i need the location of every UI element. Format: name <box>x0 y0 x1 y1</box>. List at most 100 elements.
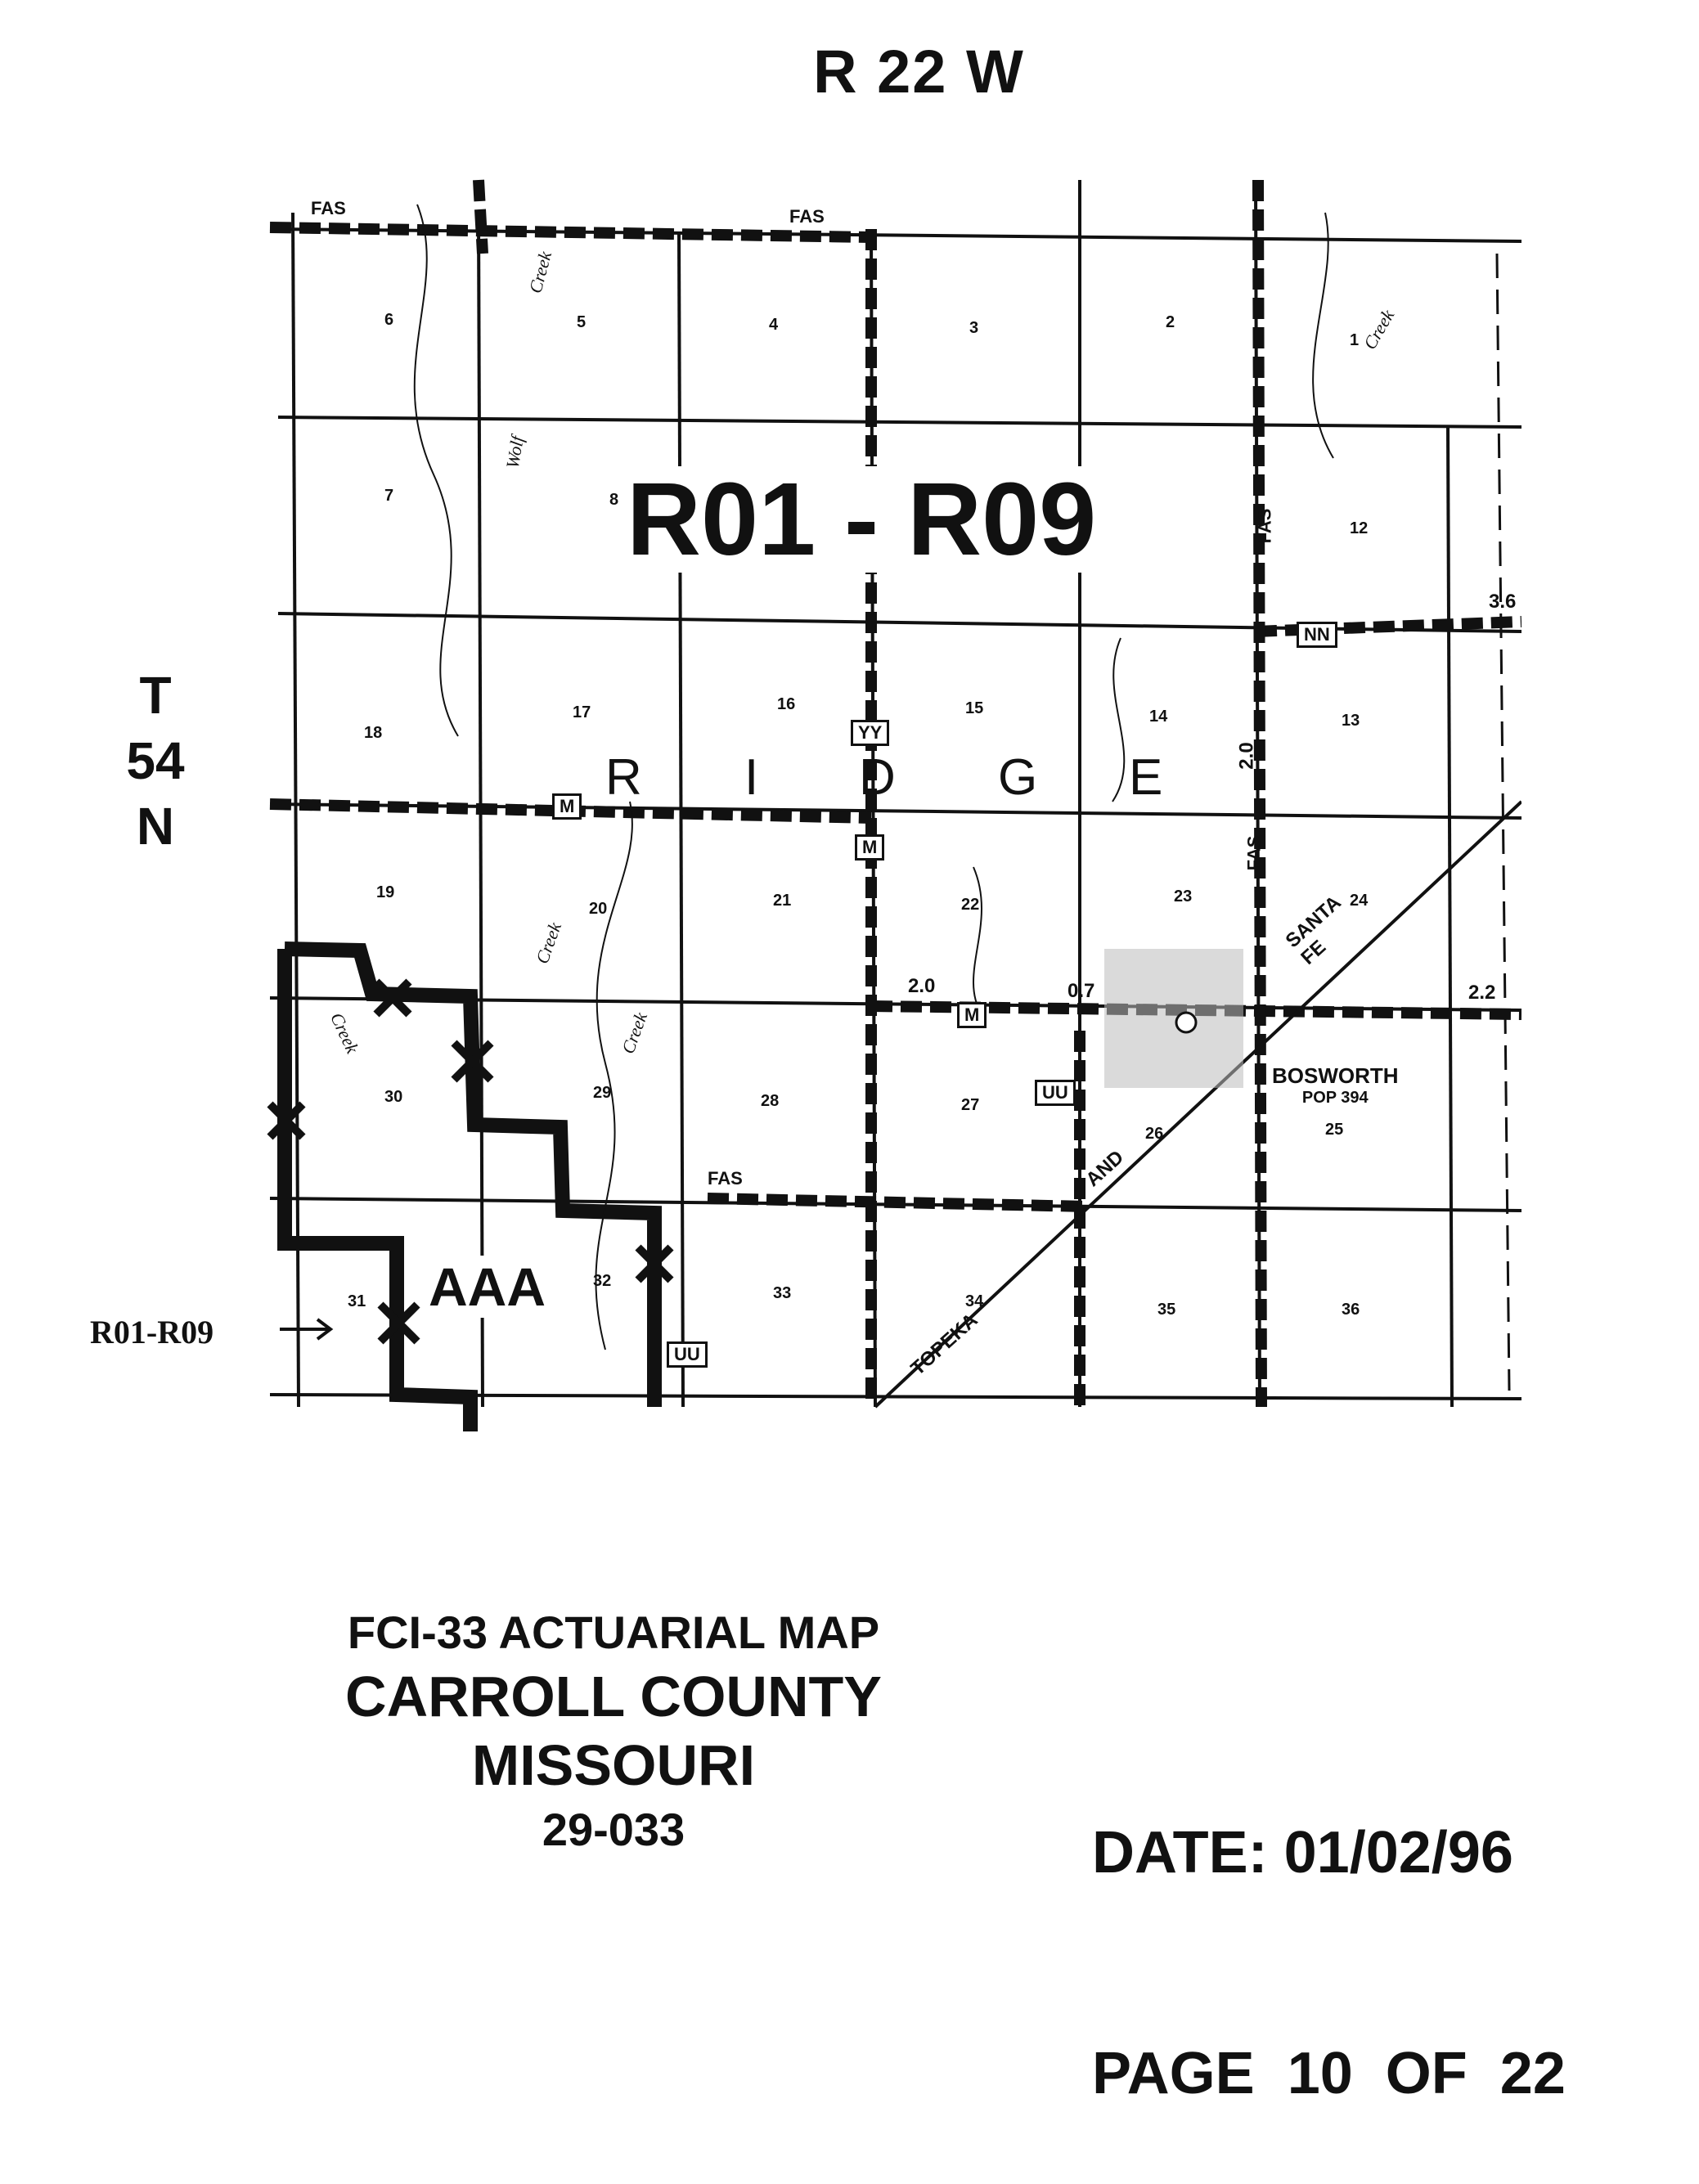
rate-zone-pointer-text: R01-R09 <box>90 1314 214 1350</box>
highway-stub <box>473 179 488 254</box>
creek-line <box>413 204 459 737</box>
section-number: 32 <box>593 1272 612 1290</box>
section-number: 12 <box>1350 519 1369 537</box>
county-code: 29-033 <box>542 1804 685 1855</box>
road-line <box>1446 425 1454 1408</box>
section-number: 26 <box>1145 1125 1164 1143</box>
route-shield: M <box>957 1002 987 1028</box>
section-number: 35 <box>1157 1301 1176 1319</box>
arrow-right-icon <box>280 1318 334 1341</box>
ridge-letter: I <box>744 749 759 806</box>
section-number: 24 <box>1350 892 1369 910</box>
section-number: 7 <box>384 487 394 505</box>
section-number: 31 <box>348 1292 366 1310</box>
section-number: 25 <box>1325 1121 1344 1139</box>
section-number: 15 <box>965 699 984 717</box>
section-number: 34 <box>965 1292 984 1310</box>
map-date: DATE: 01/02/96 <box>1092 1820 1513 1885</box>
railroad <box>874 800 1523 1409</box>
town-area <box>1104 949 1243 1088</box>
road-line <box>277 416 1522 429</box>
route-label: FAS <box>708 1168 743 1189</box>
section-number: 28 <box>761 1092 780 1110</box>
x-marker <box>377 1301 420 1345</box>
section-number: 17 <box>573 703 591 721</box>
county-border <box>1495 253 1511 1391</box>
distance-label: 2.0 <box>1235 742 1258 770</box>
section-number: 21 <box>773 892 792 910</box>
distance-label: 2.0 <box>908 975 936 997</box>
route-label: FAS <box>1254 508 1275 544</box>
route-label: FAS <box>789 206 825 227</box>
road-line <box>291 212 300 1408</box>
section-number: 3 <box>969 319 979 337</box>
ridge-letter: R <box>605 749 642 806</box>
section-number: 20 <box>589 900 608 918</box>
route-shield: UU <box>667 1341 708 1368</box>
township-direction: N <box>136 797 175 856</box>
section-number: 4 <box>769 316 779 334</box>
highway-fas-north <box>269 222 872 243</box>
township-map: 6 5 4 3 2 1 7 8 12 18 17 16 15 14 13 19 … <box>262 164 1523 1452</box>
map-canvas <box>267 179 1523 1431</box>
section-number: 33 <box>773 1284 792 1302</box>
creek-line <box>1112 637 1126 802</box>
section-number: 16 <box>777 695 796 713</box>
route-label: FAS <box>1243 835 1265 871</box>
township-number: 54 <box>126 731 185 790</box>
section-number: 13 <box>1342 712 1360 730</box>
map-title-block: FCI-33 ACTUARIAL MAP CARROLL COUNTY MISS… <box>286 1603 941 1860</box>
x-marker <box>635 1244 674 1283</box>
creek-line <box>973 866 982 1015</box>
section-number: 6 <box>384 311 394 329</box>
road-line <box>269 996 1522 1012</box>
road-line <box>677 232 685 1408</box>
page-indicator: PAGE 10 OF 22 <box>1092 2041 1566 2106</box>
road-line <box>269 1393 1522 1400</box>
township-letter: T <box>139 666 172 725</box>
route-shield: M <box>552 793 582 820</box>
ridge-letter: D <box>859 749 896 806</box>
route-shield: YY <box>851 720 890 746</box>
section-number: 29 <box>593 1084 612 1102</box>
section-number: 30 <box>384 1088 403 1106</box>
section-number: 14 <box>1149 708 1168 726</box>
town-name: BOSWORTH <box>1272 1063 1399 1088</box>
x-marker <box>451 1040 494 1083</box>
section-number: 19 <box>376 883 395 901</box>
town-center-icon <box>1175 1011 1198 1034</box>
distance-label: 3.6 <box>1489 591 1517 613</box>
section-number: 5 <box>577 313 587 331</box>
town-population: POP 394 <box>1301 1089 1369 1107</box>
township-label: T 54 N <box>115 663 196 859</box>
rate-zone-area-label: AAA <box>425 1256 549 1318</box>
section-number: 1 <box>1350 331 1360 349</box>
section-labels: 6 5 4 3 2 1 7 8 12 18 17 16 15 14 13 19 … <box>262 164 1521 1452</box>
town-label: BOSWORTH POP 394 <box>1272 1063 1399 1108</box>
rate-zone-pointer-label: R01-R09 <box>90 1313 213 1351</box>
state-name: MISSOURI <box>471 1733 756 1797</box>
rate-zone-label: R01 - R09 <box>622 466 1102 573</box>
ridge-letter: E <box>1129 749 1163 806</box>
route-shield: UU <box>1035 1080 1076 1106</box>
creeks <box>413 204 1334 1350</box>
map-title: FCI-33 ACTUARIAL MAP <box>347 1607 880 1658</box>
creek-line <box>595 801 633 1350</box>
zone-markers <box>267 978 674 1345</box>
creek-line <box>1312 212 1334 459</box>
section-number: 23 <box>1174 888 1193 906</box>
county-name: CARROLL COUNTY <box>345 1665 882 1728</box>
x-marker <box>373 978 412 1018</box>
section-number: 8 <box>609 491 619 509</box>
route-shield: NN <box>1297 622 1337 648</box>
range-label: R 22 W <box>813 38 1025 106</box>
route-shield: M <box>855 834 885 861</box>
x-marker <box>267 1101 306 1140</box>
section-number: 36 <box>1342 1301 1360 1319</box>
route-label: FAS <box>311 198 346 218</box>
ridge-letter: G <box>998 749 1038 806</box>
section-number: 18 <box>364 724 383 742</box>
distance-label: 0.7 <box>1067 980 1095 1002</box>
highway-fas-south <box>707 1193 1089 1212</box>
section-number: 22 <box>961 896 980 914</box>
